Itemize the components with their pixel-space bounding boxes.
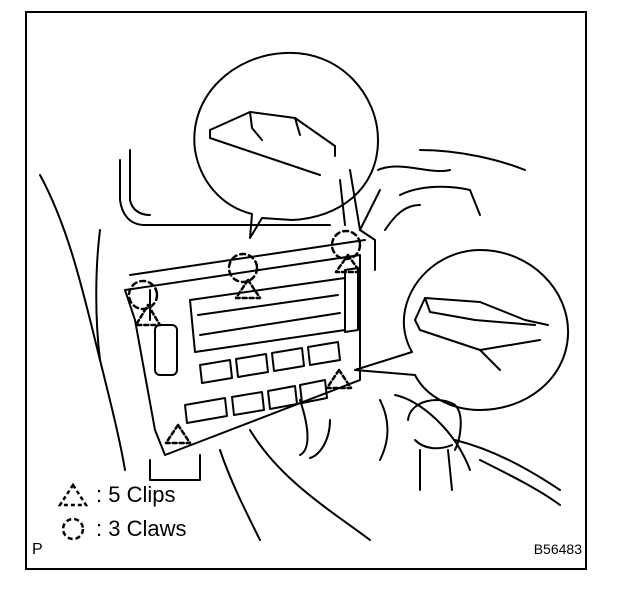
dashboard-outline bbox=[39, 149, 561, 541]
claw-marker bbox=[127, 279, 159, 311]
claw-marker bbox=[330, 229, 362, 261]
legend-clips-label: : 5 Clips bbox=[96, 482, 176, 507]
reference-code: B56483 bbox=[533, 541, 582, 557]
claw-detail-callout bbox=[354, 249, 570, 411]
triangle-dashed-icon bbox=[57, 482, 89, 507]
shift-knob bbox=[407, 399, 462, 491]
legend-claws-label: : 3 Claws bbox=[96, 516, 187, 541]
center-panel bbox=[124, 239, 366, 456]
clip-marker bbox=[334, 253, 362, 274]
legend-claws: : 3 Claws bbox=[56, 516, 186, 542]
corner-label: P bbox=[32, 541, 43, 558]
circle-dashed-icon bbox=[61, 517, 85, 541]
clip-marker bbox=[234, 278, 262, 300]
legend-clips: : 5 Clips bbox=[56, 482, 175, 508]
claw-marker bbox=[227, 252, 259, 284]
clip-detail-callout bbox=[193, 51, 379, 239]
illustration-frame bbox=[25, 11, 587, 570]
claw-markers bbox=[127, 229, 362, 311]
clip-marker bbox=[164, 423, 192, 445]
clip-markers bbox=[134, 253, 362, 445]
clip-marker bbox=[134, 303, 162, 327]
clip-marker bbox=[325, 368, 353, 390]
